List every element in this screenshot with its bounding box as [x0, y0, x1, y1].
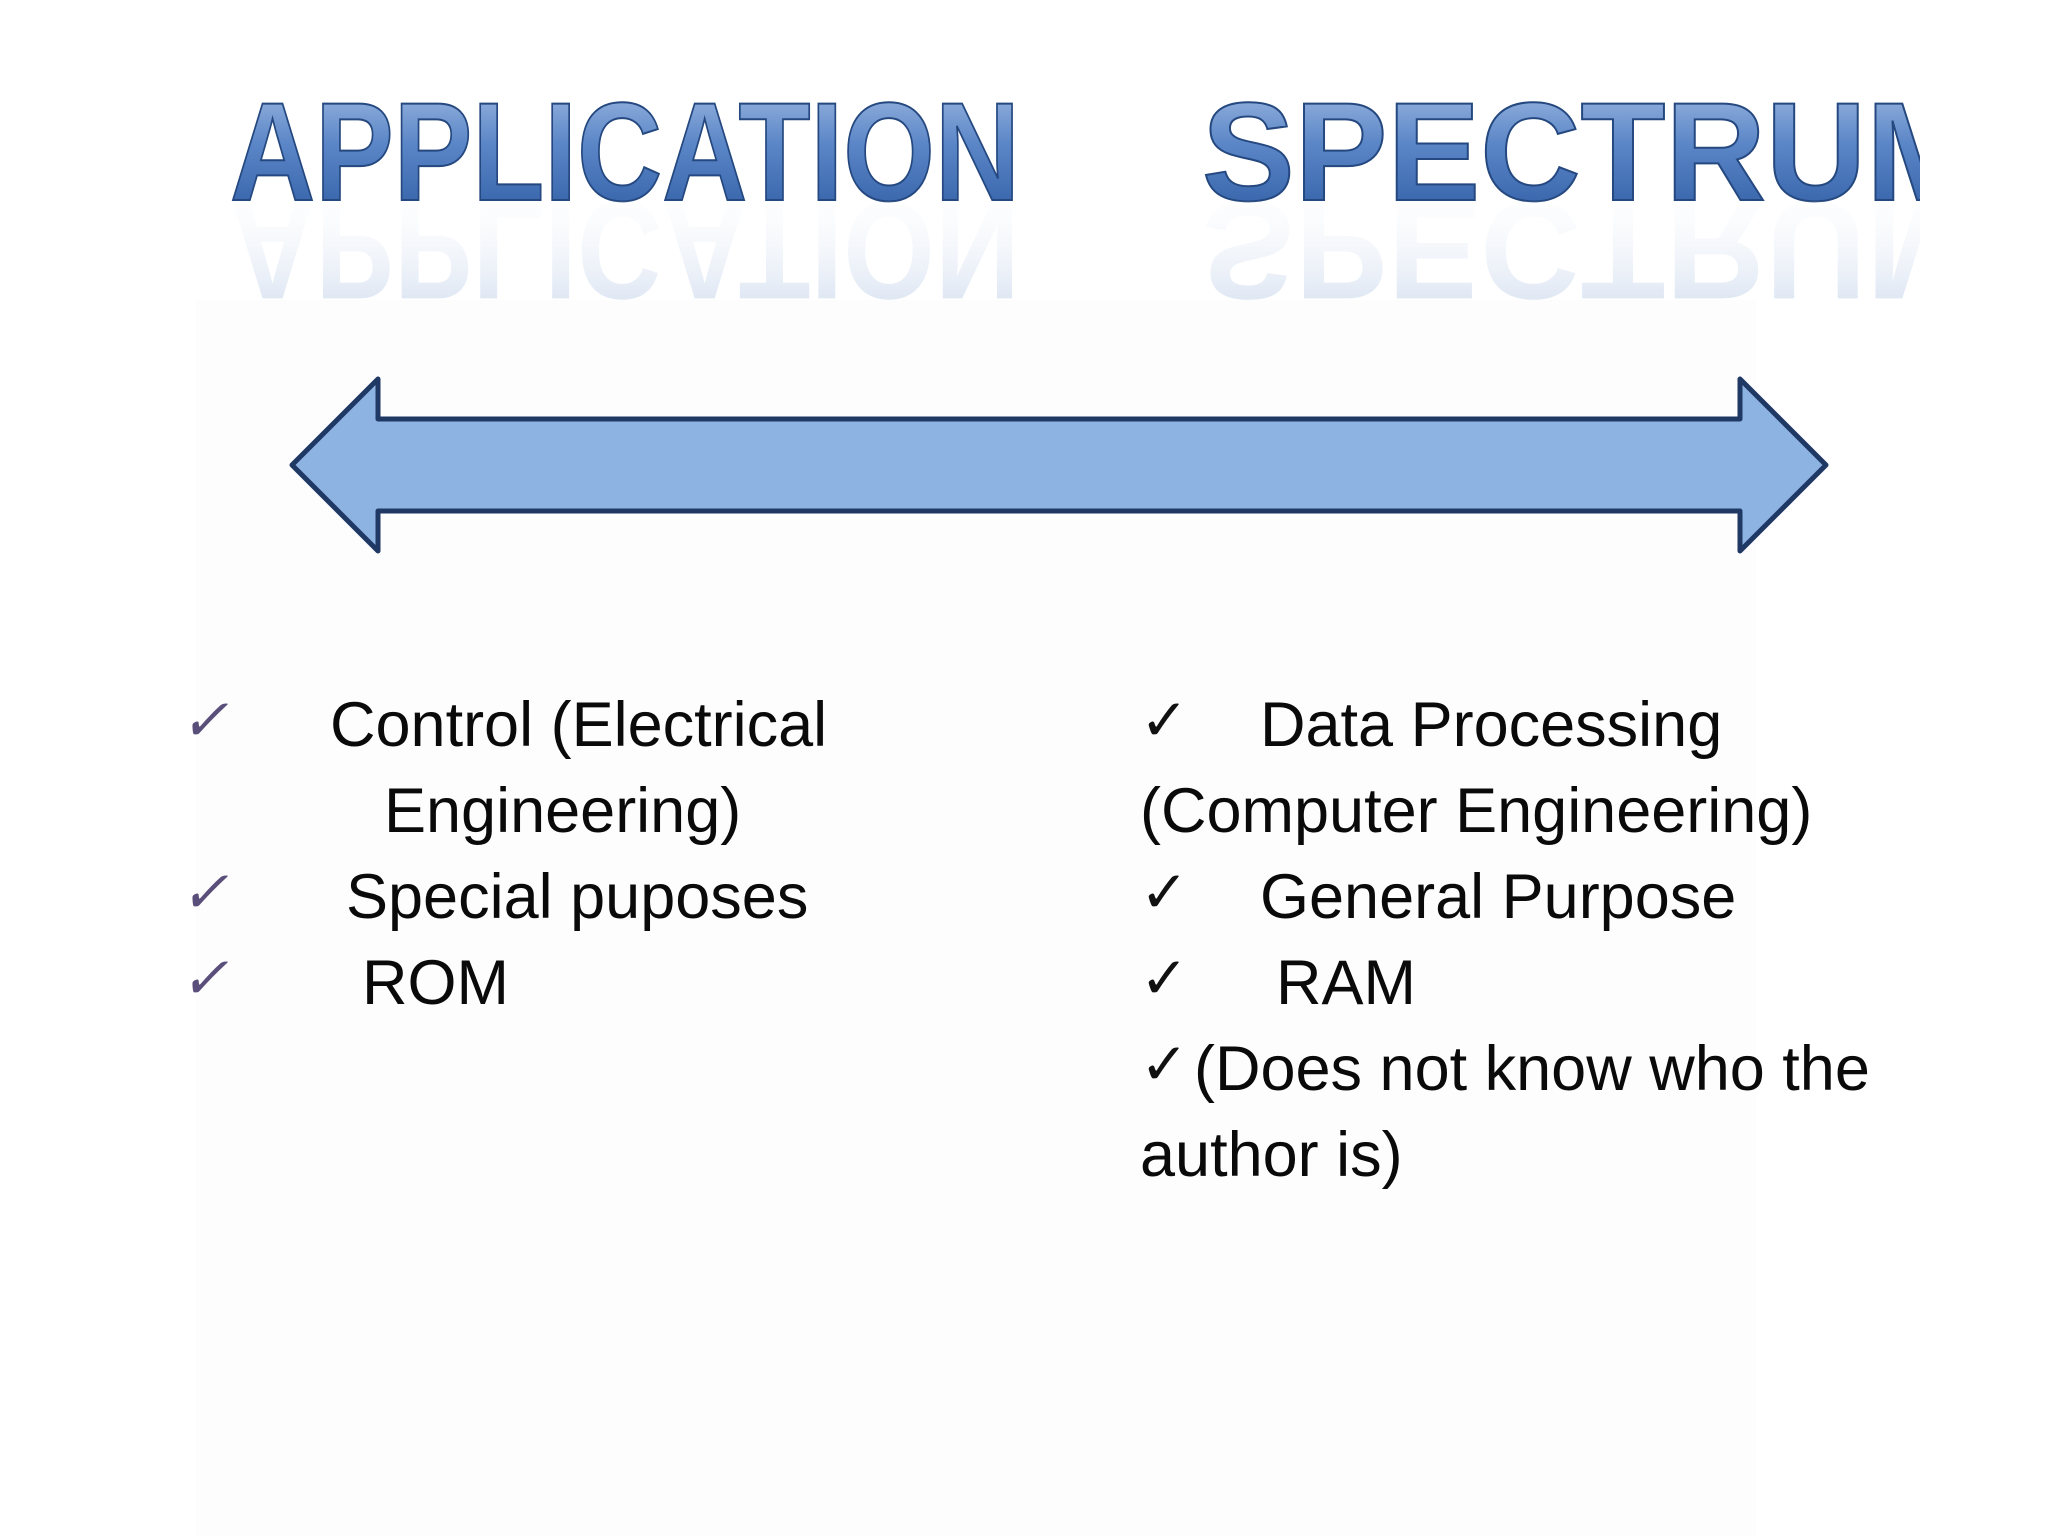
checkmark-icon: ✓ — [180, 858, 229, 926]
double-arrow-icon — [289, 376, 1829, 554]
item-text: ROM — [362, 948, 509, 1018]
slide-title: APPLICATION SPECTRUM APPLICATION SPECTRU… — [229, 72, 1920, 320]
title-reflection-spectrum: SPECTRUM — [1202, 172, 1920, 320]
list-item-continuation: (Computer Engineering) — [1140, 768, 2000, 854]
item-text: author is) — [1140, 1120, 1403, 1190]
item-text: Special puposes — [346, 862, 809, 932]
title-word-spectrum: SPECTRUM — [1202, 73, 1920, 230]
list-item: ✓ (Does not know who the — [1140, 1026, 2000, 1112]
title-word-application: APPLICATION — [230, 73, 1020, 230]
item-text: Data Processing — [1260, 690, 1723, 760]
item-text: (Does not know who the — [1194, 1034, 1870, 1104]
list-item: ✓ RAM — [1140, 940, 2000, 1026]
list-item: ✓ General Purpose — [1140, 854, 2000, 940]
right-list: ✓ Data Processing (Computer Engineering)… — [1140, 682, 2000, 1198]
item-text: (Computer Engineering) — [1140, 776, 1813, 846]
checkmark-icon: ✓ — [1140, 686, 1189, 754]
list-item: ✓ Control (Electrical — [180, 682, 1000, 768]
list-item-continuation: Engineering) — [180, 768, 1000, 854]
list-item-continuation: author is) — [1140, 1112, 2000, 1198]
checkmark-icon: ✓ — [1140, 944, 1189, 1012]
checkmark-icon: ✓ — [180, 686, 229, 754]
checkmark-icon: ✓ — [1140, 1030, 1189, 1098]
list-item: ✓ ROM — [180, 940, 1000, 1026]
list-item: ✓ Data Processing — [1140, 682, 2000, 768]
item-text: RAM — [1276, 948, 1416, 1018]
item-text: Engineering) — [384, 776, 742, 846]
item-text: Control (Electrical — [330, 690, 828, 760]
item-text: General Purpose — [1260, 862, 1737, 932]
title-reflection-application: APPLICATION — [230, 172, 1020, 320]
checkmark-icon: ✓ — [1140, 858, 1189, 926]
checkmark-icon: ✓ — [180, 944, 229, 1012]
list-item: ✓ Special puposes — [180, 854, 1000, 940]
left-list: ✓ Control (Electrical Engineering) ✓ Spe… — [180, 682, 1000, 1026]
